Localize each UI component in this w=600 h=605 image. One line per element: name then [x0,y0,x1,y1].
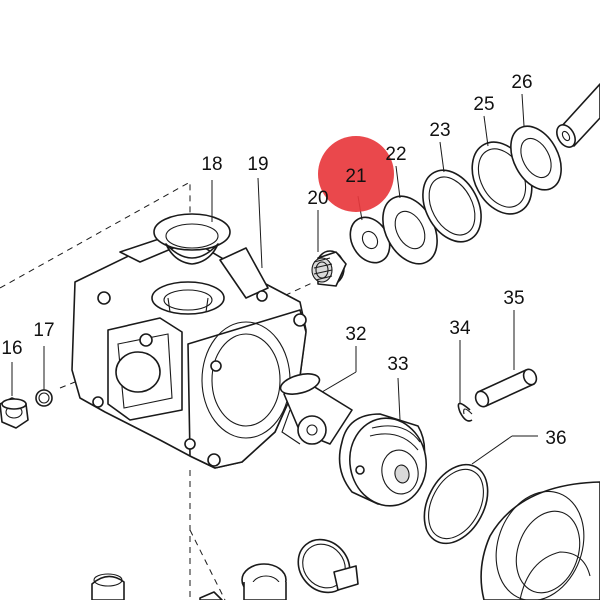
pump-housing [71,231,307,469]
assembly-axes [0,181,313,601]
callout-26: 26 [511,72,532,93]
highlight-marker [318,136,394,212]
bottom-tube [91,573,223,601]
leader-lines [11,93,538,465]
bottom-fitting [241,563,287,601]
ring-26 [510,125,562,191]
callout-34: 34 [449,318,471,339]
plunger-shaft [556,83,600,148]
drain-o-ring [35,389,53,407]
callout-35: 35 [503,288,524,309]
callout-20: 20 [307,188,328,209]
valve-cup [153,213,231,265]
callout-23: 23 [429,120,450,141]
crosshead [338,413,427,507]
callout-18: 18 [201,154,222,175]
wrist-pin [474,368,538,408]
crankcase-cover [480,481,600,602]
callout-16: 16 [1,338,22,359]
drain-plug [0,397,29,429]
callout-36: 36 [545,428,566,449]
callout-labels: 16 17 18 19 20 21 22 23 25 26 32 33 34 3… [1,72,566,449]
o-ring-36 [423,463,489,545]
callout-19: 19 [247,154,268,175]
callout-21: 21 [345,166,366,187]
callout-25: 25 [473,94,494,115]
callout-22: 22 [385,144,406,165]
callout-33: 33 [387,354,408,375]
circlip [457,402,473,422]
needle-bearing [311,250,347,287]
connecting-rod [279,373,353,445]
ring-23 [422,169,482,243]
seal-22 [382,195,438,265]
callout-32: 32 [345,324,366,345]
callout-17: 17 [33,320,54,341]
bottom-clamp [297,538,359,594]
